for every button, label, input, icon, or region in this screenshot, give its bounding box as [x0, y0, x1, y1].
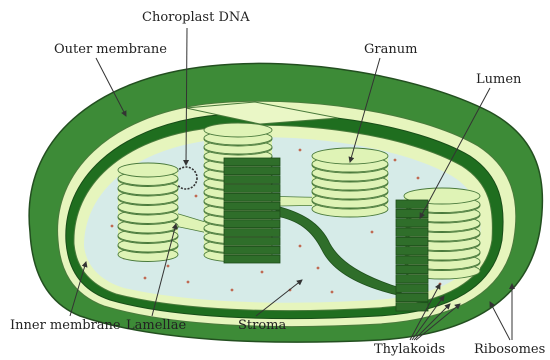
thylakoid-cut-disc [224, 220, 280, 228]
thylakoid-cut-disc [396, 303, 428, 311]
thylakoid-cut-disc [396, 209, 428, 217]
thylakoid-cut-disc [224, 193, 280, 201]
thylakoid-cut-disc [396, 284, 428, 292]
granum-upper-right [312, 148, 388, 217]
label-thylakoids: Thylakoids [374, 342, 445, 357]
label-ribosomes: Ribosomes [474, 342, 545, 357]
thylakoid-cut-disc [224, 176, 280, 184]
thylakoid-disc [118, 163, 178, 177]
thylakoid-cut-disc [224, 158, 280, 166]
label-granum: Granum [364, 42, 417, 57]
label-lamellae: Lamellae [126, 318, 186, 333]
thylakoid-cut-disc [224, 246, 280, 254]
thylakoid-cut-disc [396, 228, 428, 236]
granum-left [118, 163, 178, 262]
thylakoid-cut-disc [396, 256, 428, 264]
thylakoid-cut-disc [224, 211, 280, 219]
label-lumen: Lumen [476, 72, 521, 87]
thylakoid-cut-disc [396, 219, 428, 227]
label-outer-membrane: Outer membrane [54, 42, 167, 57]
thylakoid-cut-disc [396, 247, 428, 255]
thylakoid-cut-disc [396, 200, 428, 208]
label-chloroplast-dna: Choroplast DNA [142, 10, 250, 25]
leader-ribosomes-1 [490, 302, 510, 340]
thylakoid-cut-disc [396, 265, 428, 273]
label-stroma: Stroma [238, 318, 286, 333]
thylakoid-cut-disc [396, 275, 428, 283]
thylakoid-cut-disc [224, 255, 280, 263]
label-inner-membrane: Inner membrane [10, 318, 121, 333]
thylakoid-cut-disc [224, 238, 280, 246]
thylakoid-cut-disc [224, 185, 280, 193]
thylakoid-cut-disc [224, 167, 280, 175]
thylakoid-cut-disc [396, 237, 428, 245]
thylakoid-cut-disc [224, 202, 280, 210]
thylakoid-cut-disc [224, 229, 280, 237]
thylakoid-cut-disc [396, 293, 428, 301]
thylakoid-disc [204, 123, 272, 137]
